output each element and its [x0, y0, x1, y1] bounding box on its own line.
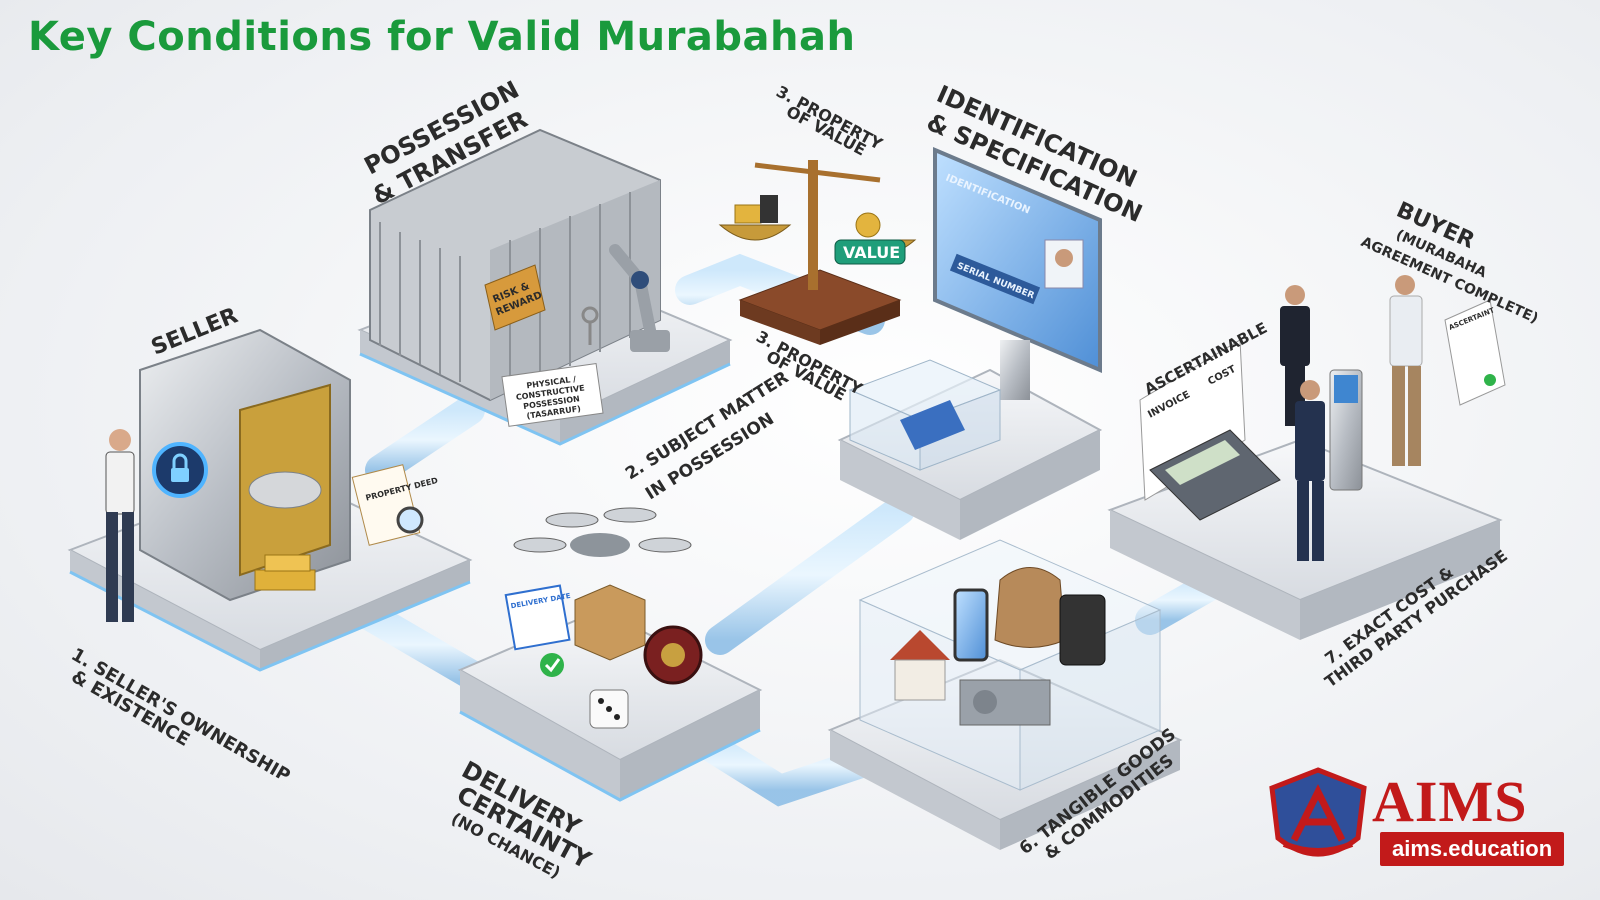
- connecting-pipes: [345, 253, 1235, 807]
- key-icon: [581, 306, 599, 345]
- delivery-station: DELIVERY DATE: [504, 507, 703, 729]
- identification-station: IDENTIFICATION SERIAL NUMBER: [848, 146, 1102, 471]
- checkmark-icon: [540, 653, 564, 677]
- payment-kiosk: [1329, 369, 1363, 491]
- seller-station: PROPERTY DEED: [105, 328, 439, 622]
- possession-station: RISK & REWARD PHYSICAL / CONSTRUCTIVE PO…: [369, 128, 670, 427]
- possession-note: [501, 362, 604, 427]
- cost-sheet: [1139, 339, 1246, 501]
- buyer-heading-note-line2: AGREEMENT COMPLETE): [1358, 234, 1540, 327]
- grain-sack-icon: [994, 567, 1066, 648]
- drone-icon: [513, 507, 692, 557]
- aims-url: aims.education: [1380, 832, 1565, 866]
- gold-bars: [254, 554, 316, 591]
- buyer-people: [1280, 275, 1423, 561]
- phone-icon: [953, 588, 989, 662]
- value-badge: [834, 239, 906, 265]
- seal-icon: [1484, 374, 1496, 386]
- value-station: VALUE: [718, 160, 917, 345]
- calculator-icon: [1149, 429, 1281, 521]
- tangible-station: [858, 539, 1162, 791]
- house-icon: [890, 630, 950, 701]
- aims-brand: AIMS aims.education: [1264, 766, 1565, 876]
- magnifier-icon: [396, 506, 424, 534]
- euro-coin-icon: [855, 212, 881, 238]
- aims-logo: [1269, 767, 1367, 857]
- aims-wordmark: AIMS: [1372, 769, 1528, 834]
- calendar-icon: [504, 584, 571, 651]
- machinery-icon: [959, 679, 1051, 726]
- robot-arm: [609, 244, 670, 352]
- value-badge-label: VALUE: [843, 243, 900, 262]
- seller-person: [105, 429, 135, 622]
- oil-barrel-icon: [1059, 594, 1106, 666]
- package-box: [574, 584, 646, 661]
- page-title: Key Conditions for Valid Murabahah: [28, 14, 856, 60]
- laptop-icon: [900, 400, 965, 450]
